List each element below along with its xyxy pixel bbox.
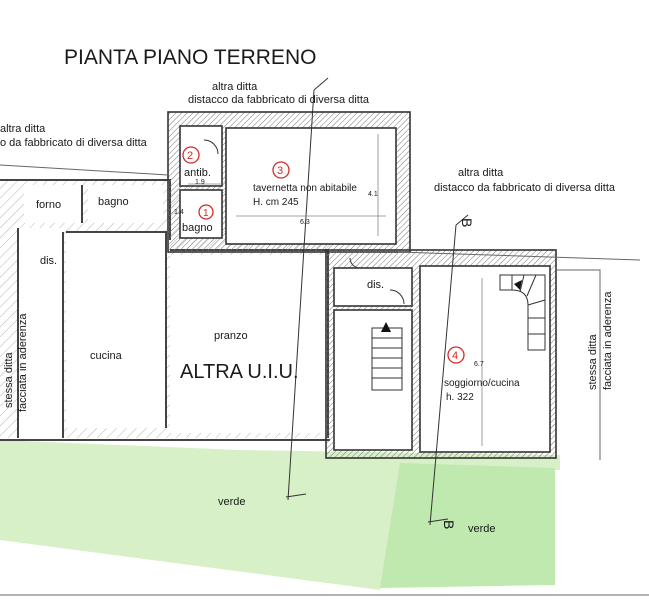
marker-3-label: 3 xyxy=(277,165,283,177)
label-verde-right: verde xyxy=(468,523,496,535)
room-bagno-1 xyxy=(180,190,222,238)
section-line-bb xyxy=(285,77,469,526)
room-fill xyxy=(88,185,163,223)
dimension-lines xyxy=(188,134,483,446)
marker-1-label: 1 xyxy=(203,208,209,219)
note-top-line1: altra ditta xyxy=(212,81,258,93)
stair-up-arrow xyxy=(381,322,391,332)
dim-soggiorno-depth: 6.7 xyxy=(474,361,484,368)
walls-right xyxy=(325,249,557,459)
label-cucina: cucina xyxy=(90,350,123,362)
section-label-top: B xyxy=(459,218,475,227)
room-fill xyxy=(66,232,166,428)
dim-tavernetta-width: 6.3 xyxy=(300,219,310,226)
room-soggiorno xyxy=(420,266,550,452)
marker-1: 1 xyxy=(198,204,214,220)
boundary-lines xyxy=(0,164,649,596)
label-antib: antib. xyxy=(184,167,211,179)
stair-hall xyxy=(334,310,412,450)
label-soggiorno-height: h. 322 xyxy=(446,392,474,403)
garden-area-private xyxy=(380,463,555,588)
note-right-line1: altra ditta xyxy=(458,167,504,179)
note-right-line2: distacco da fabbricato di diversa ditta xyxy=(434,182,616,194)
label-bagno-1: bagno xyxy=(182,222,213,234)
garden-area-shared xyxy=(0,440,560,590)
room-antib xyxy=(180,126,222,186)
label-forno: forno xyxy=(36,199,61,211)
walls-annex xyxy=(167,111,411,253)
marker-4-label: 4 xyxy=(452,350,458,362)
doors xyxy=(203,139,405,305)
note-side-left-line2: facciata in aderenza xyxy=(17,313,29,412)
marker-4: 4 xyxy=(447,346,465,364)
label-verde-left: verde xyxy=(218,496,246,508)
note-top-line2: distacco da fabbricato di diversa ditta xyxy=(188,94,370,106)
note-left-line2: o da fabbricato di diversa ditta xyxy=(0,137,148,149)
label-tavernetta-height: H. cm 245 xyxy=(253,197,299,208)
label-soggiorno: soggiorno/cucina xyxy=(444,378,520,389)
room-fill xyxy=(170,255,325,433)
label-bagno-left: bagno xyxy=(98,196,129,208)
marker-2-label: 2 xyxy=(187,150,193,162)
note-side-right-line1: stessa ditta xyxy=(587,333,599,390)
dim-tavernetta-depth: 4.1 xyxy=(368,191,378,198)
note-left-line1: altra ditta xyxy=(0,123,46,135)
dim-bagno: 1.4 xyxy=(174,209,184,216)
marker-2: 2 xyxy=(182,146,200,164)
room-fill xyxy=(18,228,63,438)
spiral-stair xyxy=(499,274,546,351)
note-side-right-line2: facciata in aderenza xyxy=(602,291,614,390)
note-side-left-line1: stessa ditta xyxy=(3,351,15,408)
label-tavernetta: tavernetta non abitabile xyxy=(253,183,357,194)
marker-3: 3 xyxy=(272,161,290,179)
label-dis-center: dis. xyxy=(367,279,384,291)
spiral-stair-arrow xyxy=(514,280,522,290)
dim-antib: 1.9 xyxy=(195,179,205,186)
room-dis-center xyxy=(334,268,412,306)
label-dis-left: dis. xyxy=(40,255,57,267)
label-altra-uiu: ALTRA U.I.U. xyxy=(180,361,299,383)
section-label-bottom: B xyxy=(441,520,457,529)
label-pranzo: pranzo xyxy=(214,330,248,342)
page-title: PIANTA PIANO TERRENO xyxy=(64,46,316,69)
room-fill xyxy=(24,185,82,223)
room-tavernetta xyxy=(226,128,396,244)
